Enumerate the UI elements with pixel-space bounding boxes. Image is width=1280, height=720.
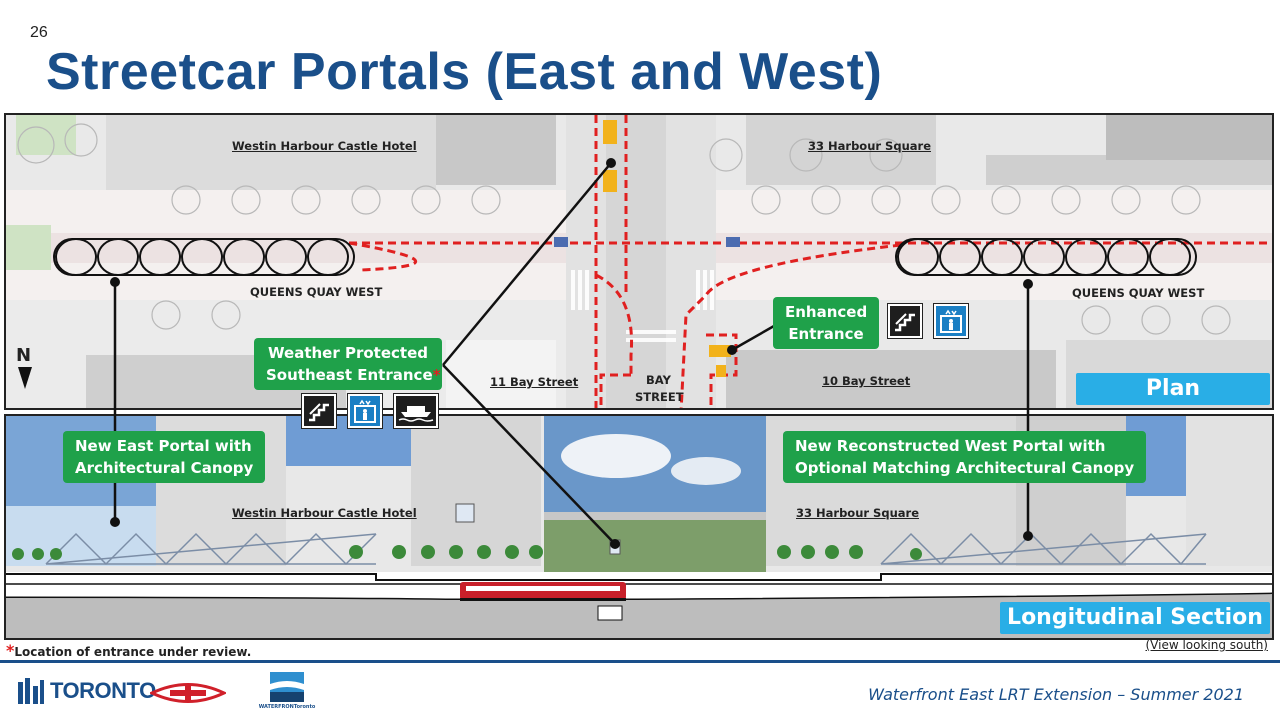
longitudinal-section: Westin Harbour Castle Hotel 33 Harbour S… [4, 414, 1274, 640]
east-portal-line2: Architectural Canopy [75, 459, 254, 477]
footnote-text: Location of entrance under review. [14, 645, 252, 659]
footer-project-name: Waterfront East LRT Extension – Summer 2… [868, 685, 1244, 704]
stairs-icon [887, 303, 923, 339]
plan-tag: Plan [1076, 373, 1270, 405]
plan-label-westin: Westin Harbour Castle Hotel [232, 139, 417, 153]
enhanced-entrance-line2: Entrance [788, 325, 864, 343]
plan-label-queens-quay-right: QUEENS QUAY WEST [1072, 286, 1205, 300]
review-asterisk: * [432, 366, 441, 384]
elevator-icon [347, 393, 383, 429]
west-portal-line1: New Reconstructed West Portal with [795, 437, 1106, 455]
section-label-westin: Westin Harbour Castle Hotel [232, 506, 417, 520]
west-portal-line2: Optional Matching Architectural Canopy [795, 459, 1135, 477]
footnote: *Location of entrance under review. [6, 641, 251, 660]
southeast-entrance-callout: Weather Protected Southeast Entrance* [254, 338, 442, 390]
toronto-wordmark: TORONTO [50, 678, 156, 703]
plan-label-street: STREET [635, 390, 684, 404]
plan-label-bay: BAY [646, 373, 671, 387]
footer-rule [0, 660, 1280, 663]
plan-label-10-bay: 10 Bay Street [822, 374, 911, 388]
plan-drawing [6, 115, 1272, 408]
stairs-icon [301, 393, 337, 429]
section-tag: Longitudinal Section [1000, 602, 1270, 634]
north-label: N [16, 345, 32, 366]
city-of-toronto-logo: TORONTO [16, 672, 156, 710]
page-title: Streetcar Portals (East and West) [46, 43, 883, 101]
elevator-icon [933, 303, 969, 339]
enhanced-entrance-callout: Enhanced Entrance [773, 297, 879, 349]
east-portal-line1: New East Portal with [75, 437, 252, 455]
footnote-mark: * [6, 641, 15, 660]
plan-label-queens-quay-left: QUEENS QUAY WEST [250, 285, 383, 299]
plan-label-harbour-square: 33 Harbour Square [808, 139, 931, 153]
west-portal-callout: New Reconstructed West Portal with Optio… [783, 431, 1147, 483]
plan-label-11-bay: 11 Bay Street [490, 375, 579, 389]
waterfront-wordmark: WATERFRONToronto [258, 704, 316, 710]
east-portal-callout: New East Portal with Architectural Canop… [63, 431, 266, 483]
ferry-icon [393, 393, 439, 429]
view-note: (View looking south) [1145, 638, 1268, 652]
section-label-harbour-square: 33 Harbour Square [796, 506, 919, 520]
waterfront-toronto-logo: WATERFRONToronto [256, 670, 318, 712]
southeast-entrance-line1: Weather Protected [268, 344, 428, 362]
enhanced-entrance-line1: Enhanced [785, 303, 868, 321]
plan-view: Westin Harbour Castle Hotel 33 Harbour S… [4, 113, 1274, 410]
slide-number: 26 [30, 24, 48, 41]
city-hall-icon [18, 678, 44, 704]
southeast-entrance-line2: Southeast Entrance [266, 366, 433, 384]
ttc-logo [148, 680, 228, 711]
